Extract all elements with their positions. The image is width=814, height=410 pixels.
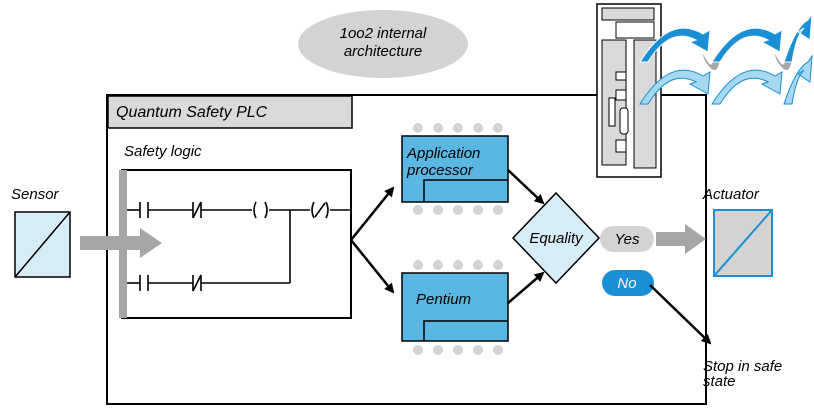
communication-arrows-icon — [639, 12, 813, 105]
application-processor-label-line1: Application — [406, 145, 480, 162]
chip-pins-bottom — [413, 260, 503, 355]
sensor-icon — [14, 211, 71, 278]
safety-logic-label: Safety logic — [124, 143, 202, 160]
no-label: No — [617, 275, 636, 292]
actuator-icon — [713, 209, 773, 277]
safe-state-label: Stop in safe state — [703, 358, 782, 390]
pentium-chip: Pentium — [401, 260, 509, 355]
yes-badge: Yes — [600, 226, 654, 252]
architecture-label-line1: 1oo2 internal — [340, 25, 427, 42]
safe-state-label-line2: state — [703, 373, 736, 390]
plc-title: Quantum Safety PLC — [116, 104, 268, 121]
architecture-label-line2: architecture — [344, 43, 422, 60]
equality-comparator: Equality — [511, 191, 601, 285]
actuator-output-arrow — [656, 224, 706, 254]
sensor: Sensor — [11, 186, 71, 278]
application-processor-chip: Application processor — [401, 123, 509, 215]
processors-to-equality-arrows — [507, 169, 545, 304]
safe-state-arrow — [649, 284, 712, 345]
yes-label: Yes — [614, 231, 640, 248]
actuator-label: Actuator — [702, 186, 760, 203]
pentium-label: Pentium — [416, 291, 471, 308]
safe-state-label-line1: Stop in safe — [703, 358, 782, 375]
architecture-badge: 1oo2 internal architecture — [298, 10, 468, 78]
equality-label: Equality — [529, 230, 584, 247]
chip-pins-top — [413, 123, 503, 215]
ladder-rung-2 — [127, 210, 291, 292]
actuator: Actuator — [702, 186, 773, 277]
logic-to-processors-arrows — [350, 186, 395, 294]
ladder-rung-1 — [127, 201, 351, 219]
application-processor-label-line2: processor — [406, 162, 474, 179]
sensor-label: Sensor — [11, 186, 60, 203]
sensor-input-arrow — [80, 228, 162, 258]
no-badge: No — [602, 270, 654, 296]
